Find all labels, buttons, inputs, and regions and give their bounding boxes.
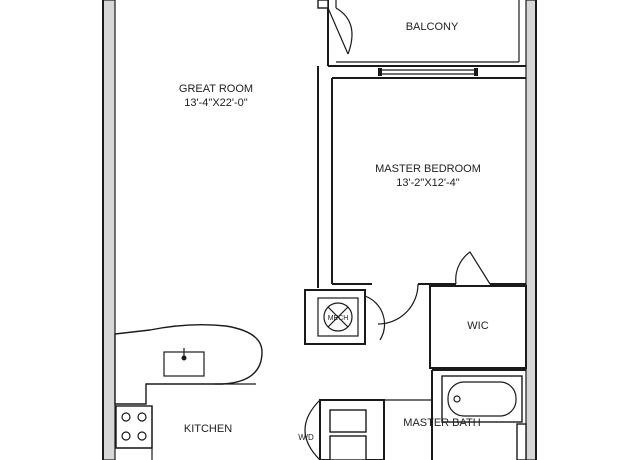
sliding-door: [378, 68, 478, 76]
mech-label: MECH: [328, 315, 349, 322]
great-room-label: GREAT ROOM: [179, 83, 253, 95]
master-bedroom-label: MASTER BEDROOM: [375, 163, 481, 175]
mech-closet: [304, 289, 386, 345]
master-bedroom-dimensions: 13'-2"X12'-4": [396, 177, 459, 189]
washer-dryer-closet: [304, 399, 385, 460]
wic-label: WIC: [467, 320, 488, 332]
washer-dryer-label: W/D: [298, 433, 314, 442]
master-bath-room: [383, 369, 527, 460]
balcony-room: [317, 0, 526, 67]
kitchen-label: KITCHEN: [184, 423, 232, 435]
balcony-label: BALCONY: [406, 21, 459, 33]
master-bath-label: MASTER BATH: [403, 417, 480, 429]
great-room-dimensions: 13'-4"X22'-0": [184, 97, 247, 109]
wic-room: [429, 285, 527, 369]
kitchen-room: [114, 323, 263, 460]
exterior-walls: [102, 0, 537, 460]
